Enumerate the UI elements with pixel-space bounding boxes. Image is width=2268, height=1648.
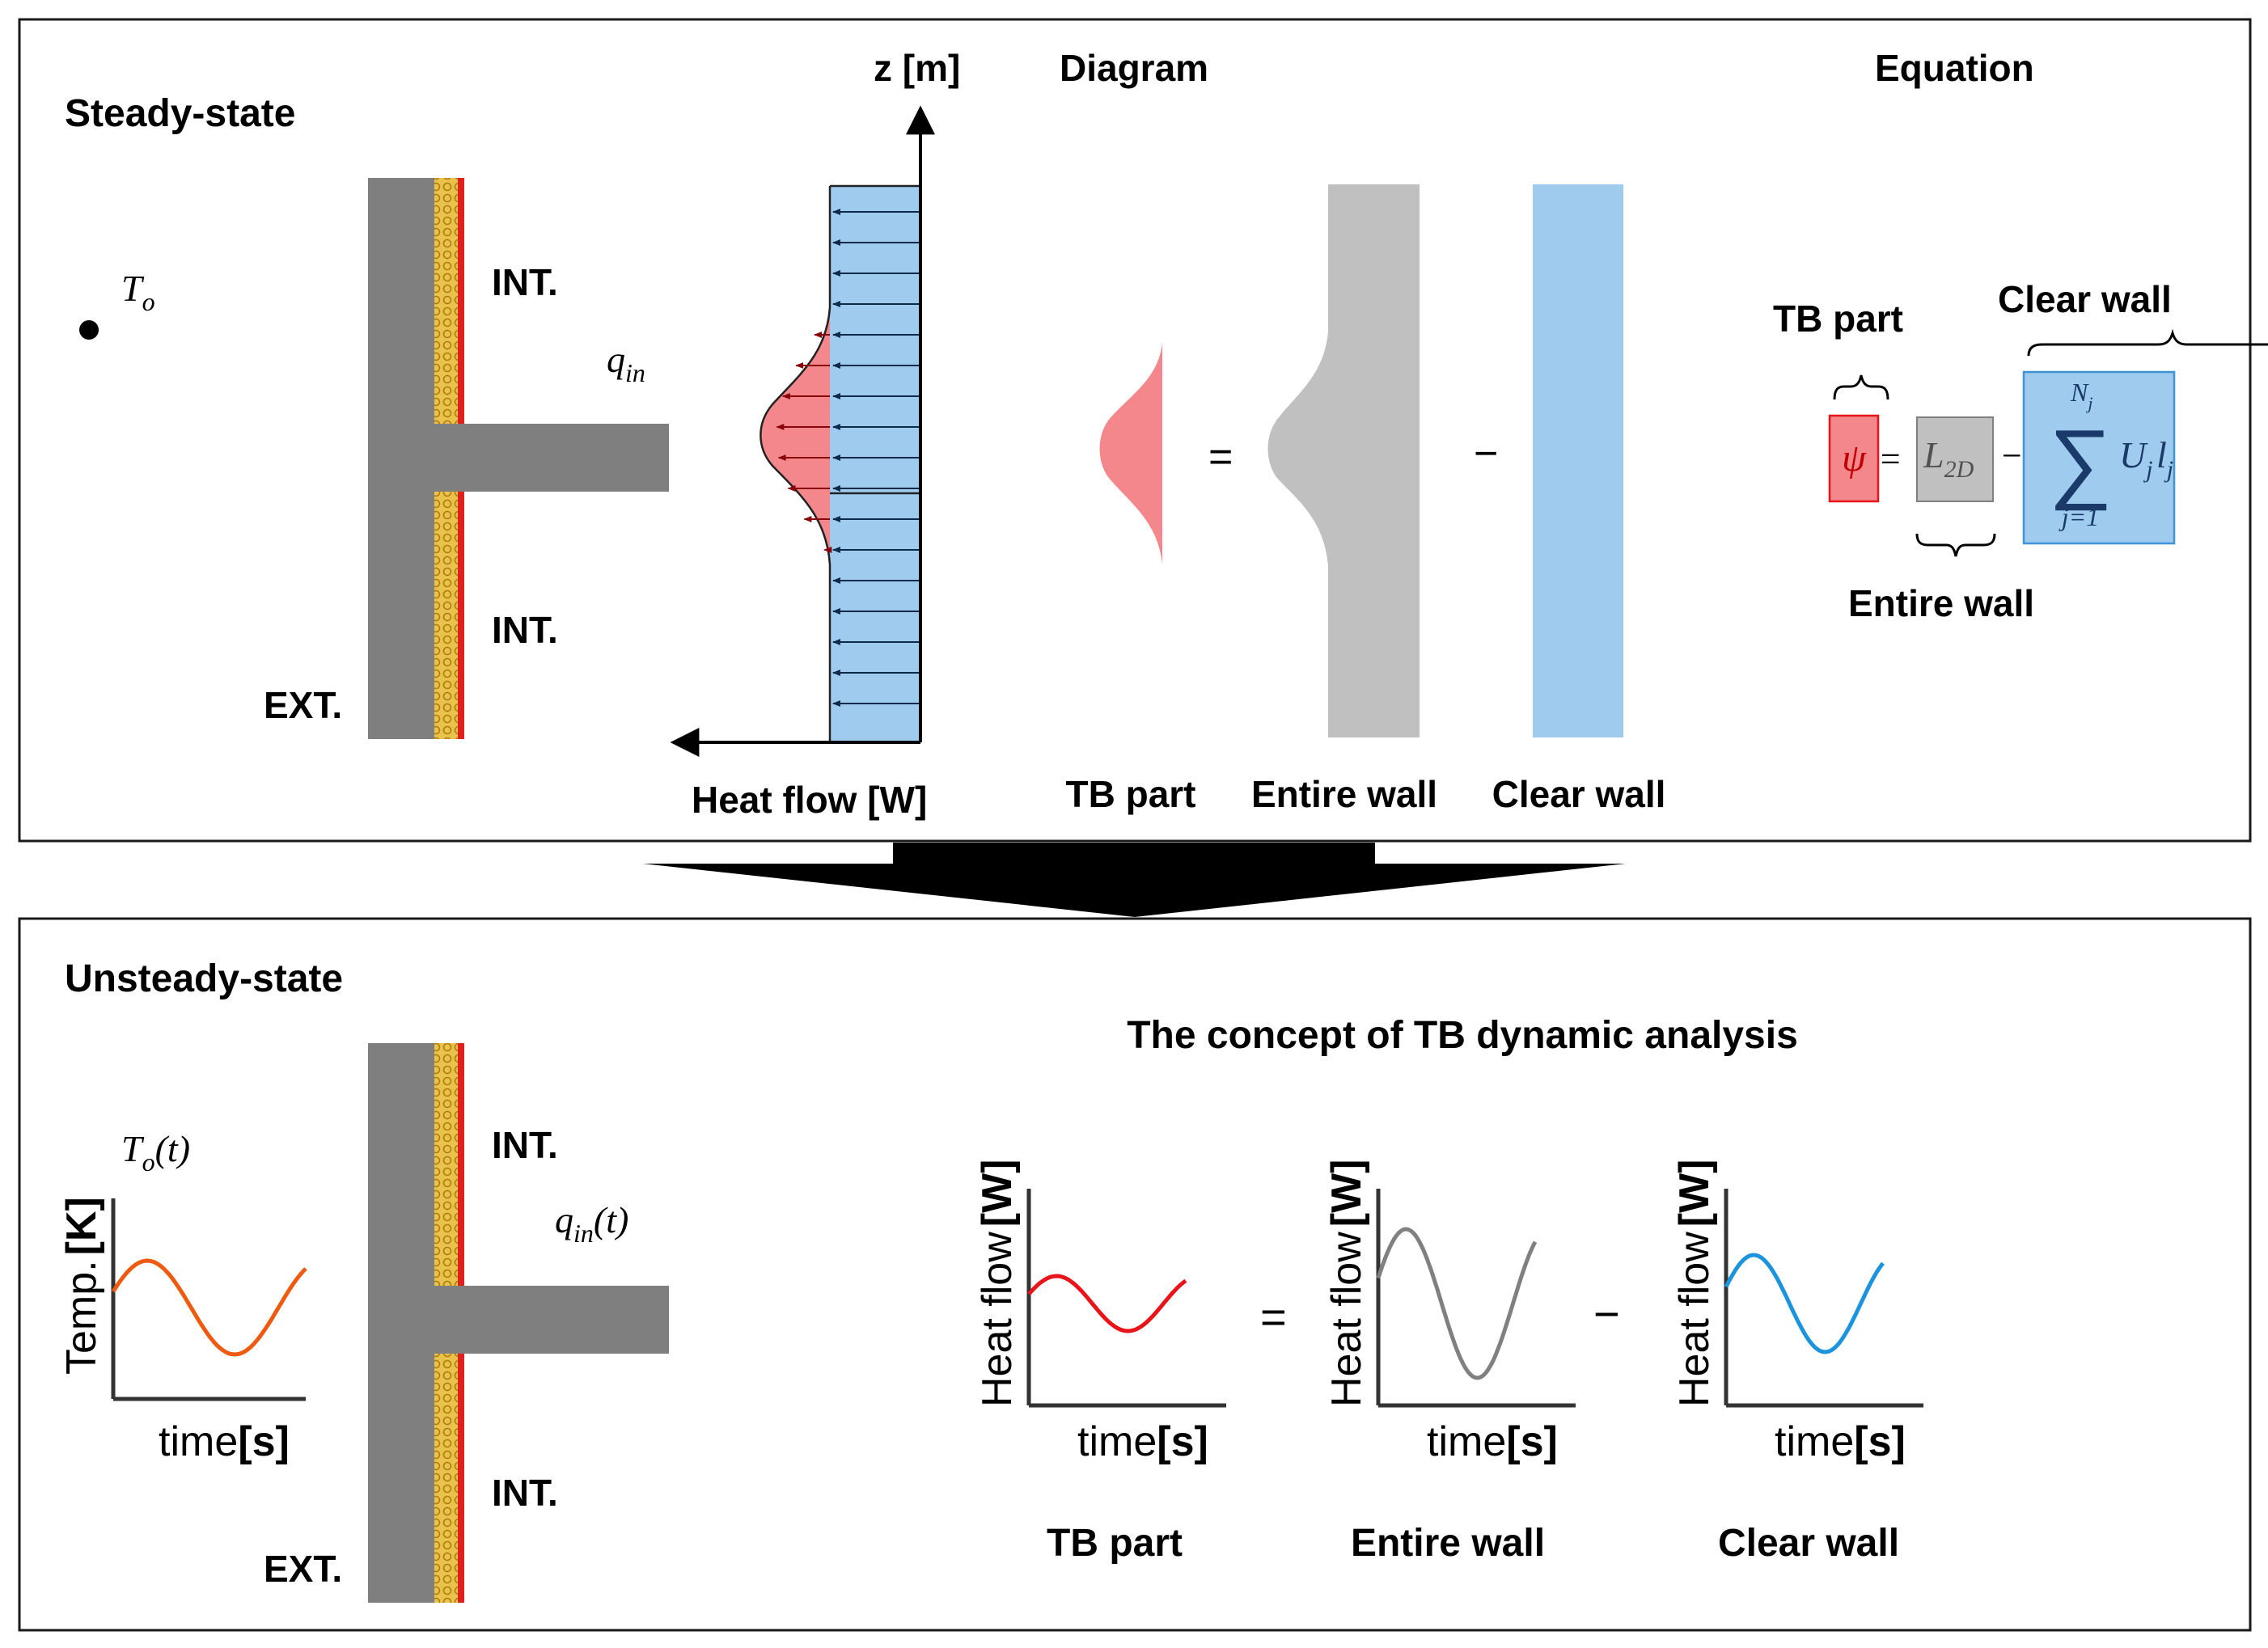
Uj-symbol: Uj <box>2119 434 2153 483</box>
ext-label-u: EXT. <box>264 1548 342 1590</box>
z-axis-label: z [m] <box>874 47 960 89</box>
equation-block: TB part Clear wall ψ = L2D − Nj ∑ j=1 Uj… <box>1773 278 2268 624</box>
panel-label-clear: Clear wall <box>1718 1522 1899 1565</box>
dynamic-minus: − <box>1593 1288 1620 1339</box>
entire-wall-shape <box>1267 184 1420 737</box>
steady-state-panel: Steady-state To INT. INT. EXT. qin <box>18 18 2268 843</box>
L2D-box <box>1916 416 1994 502</box>
diagram-minus: − <box>1474 430 1498 477</box>
concept-title: The concept of TB dynamic analysis <box>1127 1014 1798 1057</box>
temp-curve <box>111 1258 307 1357</box>
hf-curve-clear <box>1724 1253 1885 1354</box>
lj-symbol: lj <box>2156 434 2173 483</box>
sum-bottom: j=1 <box>2059 502 2099 531</box>
heat-flow-panel-tb: Heat flow[W] time[s] <box>974 1160 1226 1465</box>
heat-flow-axis-label: Heat flow [W] <box>692 779 927 821</box>
psi-symbol: ψ <box>1842 437 1867 480</box>
diagram-header: Diagram <box>1060 47 1208 89</box>
L2D-symbol: L2D <box>1923 434 1974 483</box>
transition-arrow <box>643 843 1626 917</box>
diagram-label-entire: Entire wall <box>1251 773 1437 815</box>
tb-bulge <box>760 307 830 564</box>
dynamic-equals: = <box>1260 1291 1287 1342</box>
steady-title: Steady-state <box>65 92 295 135</box>
panel-label-tb: TB part <box>1047 1522 1183 1565</box>
To-t-label: To(t) <box>121 1128 190 1177</box>
int-label-bottom-u: INT. <box>492 1472 558 1514</box>
temp-ylabel: Temp.[K] <box>58 1197 105 1375</box>
diagram-equals: = <box>1208 433 1233 480</box>
heat-flow-panel-clear: Heat flow[W] time[s] <box>1671 1160 1923 1465</box>
eq-equals: = <box>1878 439 1902 479</box>
temp-plot: Temp.[K] time[s] <box>58 1197 307 1465</box>
clear-wall-shape <box>1533 184 1623 737</box>
psi-box <box>1828 414 1880 503</box>
int-label-top: INT. <box>492 261 558 303</box>
sum-box <box>2022 370 2176 545</box>
tb-part-shape <box>1099 343 1162 564</box>
equation-header: Equation <box>1875 47 2034 89</box>
int-label-bottom: INT. <box>492 609 558 651</box>
hf-curve-tb <box>1027 1274 1187 1333</box>
profile-outline <box>760 186 831 741</box>
temp-xlabel: time[s] <box>159 1418 290 1465</box>
steady-frame <box>18 18 2252 843</box>
eq-minus: − <box>1999 436 2024 475</box>
unsteady-title: Unsteady-state <box>65 957 343 1000</box>
eq-tb-label: TB part <box>1773 298 1903 340</box>
unsteady-frame <box>18 917 2252 1632</box>
int-label-top-u: INT. <box>492 1124 558 1166</box>
sigma-symbol: ∑ <box>2049 412 2112 511</box>
heat-flow-panels: Heat flow[W]time[s]Heat flow[W]time[s]He… <box>974 1160 1923 1465</box>
hf-curve-entire <box>1376 1227 1538 1380</box>
heat-flow-profile <box>670 105 935 757</box>
clear-flow-band <box>830 186 920 741</box>
eq-clear-label: Clear wall <box>1998 278 2172 320</box>
q-in-t-label: qin(t) <box>555 1199 628 1248</box>
outdoor-temp-dot <box>79 320 99 340</box>
wall-junction-unsteady <box>368 1043 669 1603</box>
diagram-label-clear: Clear wall <box>1492 773 1666 815</box>
sum-top: Nj <box>2070 378 2092 413</box>
heat-flow-panel-entire: Heat flow[W] time[s] <box>1323 1160 1576 1465</box>
unsteady-state-panel: Unsteady-state To(t) Temp.[K] time[s] IN… <box>18 917 2252 1632</box>
wall-junction-steady <box>368 178 669 739</box>
tb-brace <box>1833 374 1889 400</box>
hf-ylabel: Heat flow[W] <box>1323 1160 1370 1407</box>
q-in-label: qin <box>607 339 645 387</box>
clear-brace <box>2027 328 2268 357</box>
hf-ylabel: Heat flow[W] <box>974 1160 1021 1407</box>
hf-xlabel: time[s] <box>1077 1418 1208 1465</box>
outdoor-temp-label: To <box>121 268 155 316</box>
diagram-label-tb: TB part <box>1066 773 1196 815</box>
ext-label: EXT. <box>264 684 342 726</box>
hf-xlabel: time[s] <box>1775 1418 1906 1465</box>
eq-entire-label: Entire wall <box>1848 582 2034 624</box>
hf-xlabel: time[s] <box>1427 1418 1558 1465</box>
hf-ylabel: Heat flow[W] <box>1671 1160 1718 1407</box>
entire-brace <box>1915 533 1996 557</box>
panel-label-entire: Entire wall <box>1351 1522 1545 1565</box>
